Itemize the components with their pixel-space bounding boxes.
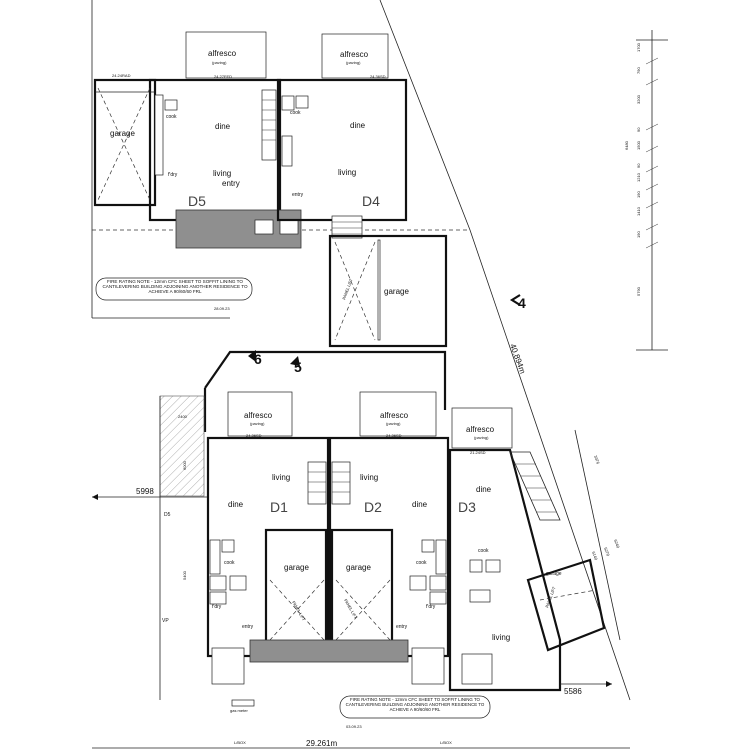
d4-cook-label: cook <box>290 110 301 116</box>
d4-floor-level: 24.36SD <box>370 74 386 79</box>
dim-vp: VP <box>162 618 169 624</box>
d3-cook-label: cook <box>478 548 489 554</box>
d2-garage-label: garage <box>346 563 371 572</box>
d1-entry-label: entry <box>242 624 254 630</box>
d3-dimensions: 3376 6240 5270 6140 5586 <box>560 429 621 696</box>
bottom-dimension: 29.261m gas meter L/BOX L/BOX <box>92 699 630 749</box>
marker-4: 4 <box>518 295 526 311</box>
d4-panel-lift-label: PANEL LIFT <box>341 277 353 300</box>
ubox-left-label: L/BOX <box>234 740 246 745</box>
dim-6000: 6000 <box>182 460 187 470</box>
d2-floor-level: 24.36SD <box>386 433 402 438</box>
right-dim-label: 1210 <box>636 172 641 182</box>
right-dim-label: 6480 <box>624 140 629 150</box>
d5-floor-level: 24.27FED <box>214 74 232 79</box>
right-dimension-string: 1700 790 3200 90 1500 90 6480 1210 190 1410 190 579… <box>624 30 668 351</box>
d5-dine-label: dine <box>215 122 231 131</box>
d3-floor-level: 21.24SD <box>470 450 486 455</box>
d1-garage-label: garage <box>284 563 309 572</box>
dim-2400: 2400 <box>178 414 188 419</box>
right-dim-label: 90 <box>636 163 641 168</box>
dim-5270: 5270 <box>603 547 611 558</box>
d5-garage-level: 24.24RAD <box>112 73 131 78</box>
d3-unit-tag: D3 <box>458 499 476 515</box>
d5-unit-tag: D5 <box>188 193 206 209</box>
d2-entry-label: entry <box>396 624 408 630</box>
dim-3376: 3376 <box>593 455 601 466</box>
unit-d1: alfresco (paving) 24.36SD living dine D1… <box>203 350 330 658</box>
d4-dine-label: dine <box>350 121 366 130</box>
right-dim-label: 1700 <box>636 42 641 52</box>
d2-alfresco-label: alfresco <box>380 411 409 420</box>
d3-alfresco-sub: (paving) <box>474 435 489 440</box>
d2-cook-label: cook <box>416 560 427 566</box>
d2-fdry-label: f'dry <box>426 604 436 610</box>
d4-alfresco-sub: (paving) <box>346 60 361 65</box>
right-dim-label: 1500 <box>636 140 641 150</box>
d5-alfresco-sub: (paving) <box>212 60 227 65</box>
fire-note-bottom-text: FIRE RATING NOTE - 12mm CFC SHEET TO SOF… <box>345 697 485 712</box>
right-dim-label: 3200 <box>636 94 641 104</box>
d1-dine-label: dine <box>228 500 244 509</box>
fire-note-bottom-date: 03.09.23 <box>346 724 362 729</box>
d3-dine-label: dine <box>476 485 492 494</box>
gas-meter-label: gas meter <box>230 708 248 713</box>
d3-alfresco-label: alfresco <box>466 425 495 434</box>
right-dim-label: 790 <box>636 67 641 74</box>
left-dimensions: 5998 D5 VP 2400 6000 5400 <box>92 395 207 700</box>
d4-unit-tag: D4 <box>362 193 380 209</box>
d1-fdry-label: f'dry <box>212 604 222 610</box>
d5-entry-label: entry <box>222 179 240 188</box>
dim-5586: 5586 <box>564 687 582 696</box>
d5-garage-label: garage <box>110 129 135 138</box>
d2-alfresco-sub: (paving) <box>386 421 401 426</box>
d1-alfresco-sub: (paving) <box>250 421 265 426</box>
d2-panel-lift-label: PANEL LIFT <box>343 598 359 620</box>
right-dim-label: 90 <box>636 127 641 132</box>
dim-5400: 5400 <box>182 570 187 580</box>
right-dim-label: 5790 <box>636 286 641 296</box>
unit-d5: alfresco (paving) garage 24.24RAD 24.27F… <box>93 31 302 249</box>
unit-d3: alfresco (paving) 21.24SD dine D3 cook g… <box>448 407 606 692</box>
marker-6: 6 <box>254 351 262 367</box>
boundary-length-label: 40.894m <box>508 343 527 376</box>
fire-note-top-date: 28.09.23 <box>214 306 230 311</box>
dim-29261: 29.261m <box>306 739 337 748</box>
right-dim-label: 190 <box>636 231 641 238</box>
d1-living-label: living <box>272 473 290 482</box>
d2-unit-tag: D2 <box>364 499 382 515</box>
ubox-right-label: L/BOX <box>440 740 452 745</box>
d3-living-label: living <box>492 633 510 642</box>
fire-note-bottom: FIRE RATING NOTE - 12mm CFC SHEET TO SOF… <box>339 695 491 729</box>
d1-unit-tag: D1 <box>270 499 288 515</box>
d2-living-label: living <box>360 473 378 482</box>
d1-cook-label: cook <box>224 560 235 566</box>
porch-shading-bottom <box>249 639 409 663</box>
d3-garage-label: garage <box>546 571 562 577</box>
right-dim-label: 1410 <box>636 206 641 216</box>
d1-alfresco-label: alfresco <box>244 411 273 420</box>
marker-5: 5 <box>294 359 302 375</box>
d4-alfresco-label: alfresco <box>340 50 369 59</box>
fire-note-top-text: FIRE RATING NOTE - 12mm CFC SHEET TO SOF… <box>102 279 248 295</box>
fire-note-top: FIRE RATING NOTE - 12mm CFC SHEET TO SOF… <box>95 277 253 311</box>
dim-6140: 6140 <box>591 551 599 562</box>
d1-floor-level: 24.36SD <box>246 433 262 438</box>
d5-alfresco-label: alfresco <box>208 49 237 58</box>
unit-d2: alfresco (paving) 24.36SD living dine D2… <box>328 350 450 658</box>
d2-dine-label: dine <box>412 500 428 509</box>
section-markers: 4 6 5 <box>248 294 526 375</box>
dim-d5-side: D5 <box>164 512 171 518</box>
d5-cook-label: cook <box>166 114 177 120</box>
d4-entry-label: entry <box>292 192 304 198</box>
dim-6240: 6240 <box>613 539 621 550</box>
unit-d4: alfresco (paving) 24.36SD dine living co… <box>276 33 448 348</box>
dim-5998: 5998 <box>136 487 154 496</box>
d4-garage-label: garage <box>384 287 409 296</box>
d4-living-label: living <box>338 168 356 177</box>
d5-fdry-label: f'dry <box>168 172 178 178</box>
d5-living-label: living <box>213 169 231 178</box>
right-dim-label: 190 <box>636 191 641 198</box>
